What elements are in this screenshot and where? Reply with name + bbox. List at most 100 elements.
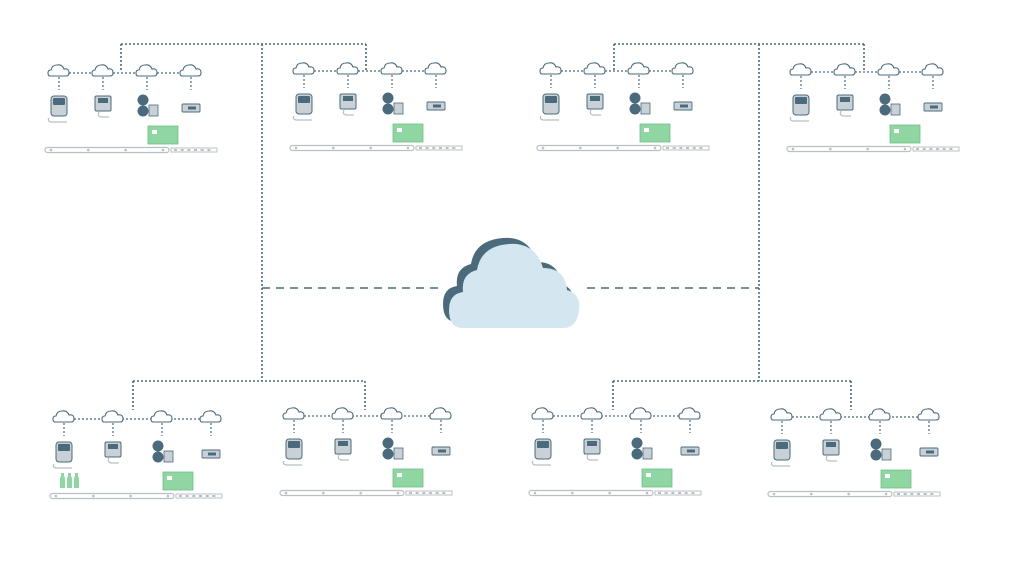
printer-screen [545,96,557,103]
printer-screen [537,441,549,448]
conveyor-roller [533,491,537,495]
conveyor-roller [541,146,545,150]
extension-slat [435,492,439,494]
conveyor-roller [772,492,776,496]
extension-slat [691,492,695,494]
controller-cable [97,111,109,118]
product-box [147,125,179,145]
cloud-icon [135,64,158,77]
cloud-icon [629,407,652,420]
station-bottom-right-1 [528,407,702,497]
conveyor-roller [396,491,400,495]
scanner-icon [673,101,693,111]
extension-slat [425,147,429,149]
cloud-outline [819,408,842,421]
cloud-icon [47,64,70,77]
conveyor-roller [49,148,53,152]
conveyor-belt [49,492,175,500]
cloud-outline [150,410,173,423]
extension-slat [212,495,216,497]
cloud-icon [833,63,856,76]
coder-bottom-reel [629,103,641,115]
printer-cable [52,463,72,469]
bottle [74,473,79,488]
extension-slat [917,493,920,495]
product-box [880,469,912,489]
coder-top-reel [382,92,394,104]
controller-icon [339,93,357,116]
conveyor-roller [903,147,907,151]
cloud-outline [336,62,359,75]
extension-slat [692,147,696,149]
controller-screen [826,442,836,447]
cloud-outline [101,410,124,423]
product-box [641,468,673,488]
conveyor-roller [92,494,95,498]
coder-bottom-reel [870,449,882,461]
coder-icon [382,437,404,460]
extension-slat [929,148,933,150]
conveyor-frame [786,145,912,153]
printer-screen [53,98,65,105]
extension-slat [684,492,688,494]
printer-icon [47,95,68,123]
extension-slat [916,148,919,150]
extension-slat [429,492,432,494]
product-box [162,471,194,491]
station-top-left-1 [44,64,218,154]
cloud-icon [52,410,75,423]
controller-cable [825,455,837,462]
printer-icon [770,439,791,467]
printer-screen [288,441,300,448]
conveyor-roller [161,148,165,152]
cloud-icon [877,63,900,76]
printer-cable [531,460,551,466]
controller-cable [586,454,598,461]
extension-slat [949,148,953,150]
product-box-body [392,123,424,143]
controller-icon [836,94,854,117]
coder-top-reel [382,437,394,449]
coder-bottom-reel [382,448,394,460]
scanner-icon [919,447,939,457]
conveyor-roller [571,491,574,495]
product-box-label [397,128,402,132]
product-box-body [641,468,673,488]
scanner-window [926,450,934,454]
diagram-group [44,43,960,500]
scanner-window [680,104,688,108]
printer-cable [539,115,559,121]
cloud-outline [47,64,70,77]
conveyor-belt [44,146,170,154]
extension-slat [442,492,446,494]
extension-slat [174,149,177,151]
central-cloud-icon [443,237,580,328]
extension-slat [409,492,412,494]
coder-unit [890,103,901,116]
controller-screen [587,441,597,446]
printer-icon [539,93,560,121]
cloud-outline [331,407,354,420]
coder-unit [881,448,892,461]
cloud-icon [627,62,650,75]
extension-slat [185,495,189,497]
scanner-icon [426,101,446,111]
cloud-outline [671,62,694,75]
coder-icon [870,438,892,461]
conveyor-roller [54,494,58,498]
cloud-icon [150,410,173,423]
cloud-icon [539,62,562,75]
product-box-label [644,128,649,132]
cloud-icon [868,408,891,421]
controller-screen [590,96,600,101]
printer-cable [789,116,809,122]
conveyor-roller [884,492,888,496]
cloud-outline [580,407,603,420]
extension-slat [205,495,209,497]
product-box-body [147,125,179,145]
conveyor-roller [369,146,372,150]
extension-slat [679,147,683,149]
cloud-icon [921,63,944,76]
conveyor-belt [786,145,912,153]
